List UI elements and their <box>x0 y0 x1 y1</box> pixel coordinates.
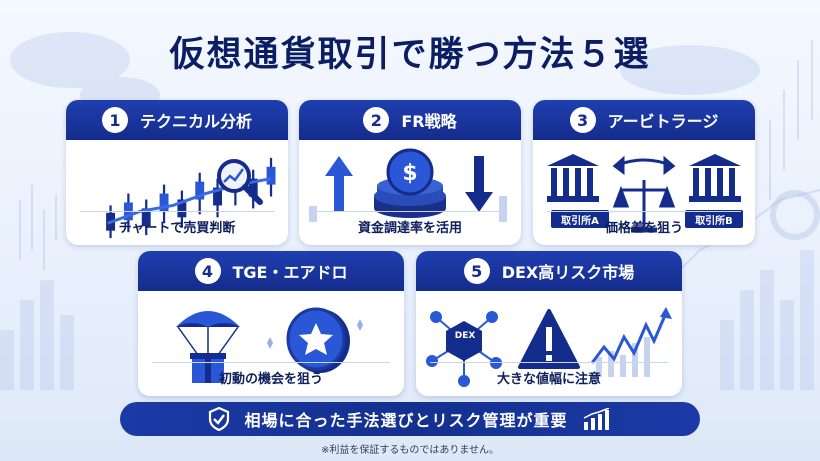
exchange-b-label: 取引所B <box>685 210 743 228</box>
arrow-down-icon <box>465 156 493 212</box>
page-title: 仮想通貨取引で勝つ方法５選 <box>169 35 651 75</box>
card-tge-airdrop: 4 TGE・エアドロ <box>138 251 404 396</box>
card-caption: 初動の機会を狙う <box>152 362 390 388</box>
parachute-gift-icon <box>176 311 240 383</box>
card-technical-analysis: 1 テクニカル分析 <box>66 100 288 245</box>
swap-arrows-icon <box>612 155 676 175</box>
card-title: テクニカル分析 <box>139 112 252 131</box>
card-header: 2 FR戦略 <box>299 100 521 140</box>
card-number: 2 <box>363 107 390 133</box>
arrow-up-icon <box>325 156 353 212</box>
volatile-chart-icon <box>590 307 672 377</box>
arbitrage-illustration <box>547 154 741 233</box>
airdrop-illustration <box>176 307 363 383</box>
star-coin-icon <box>286 307 350 373</box>
disclaimer-note: ※利益を保証するものではありません。 <box>320 445 500 456</box>
banner-text: 相場に合った手法選びとリスク管理が重要 <box>244 411 568 430</box>
shield-check-icon <box>209 407 230 431</box>
card-arbitrage: 3 アービトラージ <box>533 100 755 245</box>
card-caption: 価格差を狙う <box>547 211 741 237</box>
dex-illustration <box>426 307 672 387</box>
card-dex-high-risk: 5 DEX高リスク市場 <box>416 251 682 396</box>
card-title: FR戦略 <box>401 112 457 131</box>
card-fr-strategy: 2 FR戦略 $ 資金調達率を活用 <box>299 100 521 245</box>
exchange-building-icon <box>547 154 599 202</box>
card-header: 3 アービトラージ <box>533 100 755 140</box>
card-header: 1 テクニカル分析 <box>66 100 288 140</box>
card-number: 1 <box>101 107 128 133</box>
card-number: 3 <box>569 107 596 133</box>
exchange-a-label: 取引所A <box>551 210 609 228</box>
card-header: 5 DEX高リスク市場 <box>416 251 682 291</box>
card-caption: 資金調達率を活用 <box>313 211 507 237</box>
card-title: アービトラージ <box>607 112 719 131</box>
summary-banner: 相場に合った手法選びとリスク管理が重要 <box>120 402 700 436</box>
card-title: DEX高リスク市場 <box>501 263 635 282</box>
card-number: 5 <box>463 258 490 284</box>
exchange-building-icon <box>689 154 741 202</box>
dex-network-icon <box>426 311 502 387</box>
card-caption: 大きな値幅に注意 <box>430 362 668 388</box>
card-header: 4 TGE・エアドロ <box>138 251 404 291</box>
warning-icon <box>518 309 580 369</box>
balance-scale-icon <box>612 180 676 233</box>
magnifier-icon <box>217 159 263 205</box>
dex-label: DEX <box>454 331 476 341</box>
bar-chart-icon <box>583 408 609 430</box>
card-title: TGE・エアドロ <box>232 263 348 282</box>
card-number: 4 <box>194 258 221 284</box>
svg-text:$: $ <box>402 161 417 186</box>
coin-stack-icon: $ <box>374 148 446 218</box>
funding-rate-illustration: $ <box>309 148 507 222</box>
card-caption: チャートで売買判断 <box>80 211 274 237</box>
